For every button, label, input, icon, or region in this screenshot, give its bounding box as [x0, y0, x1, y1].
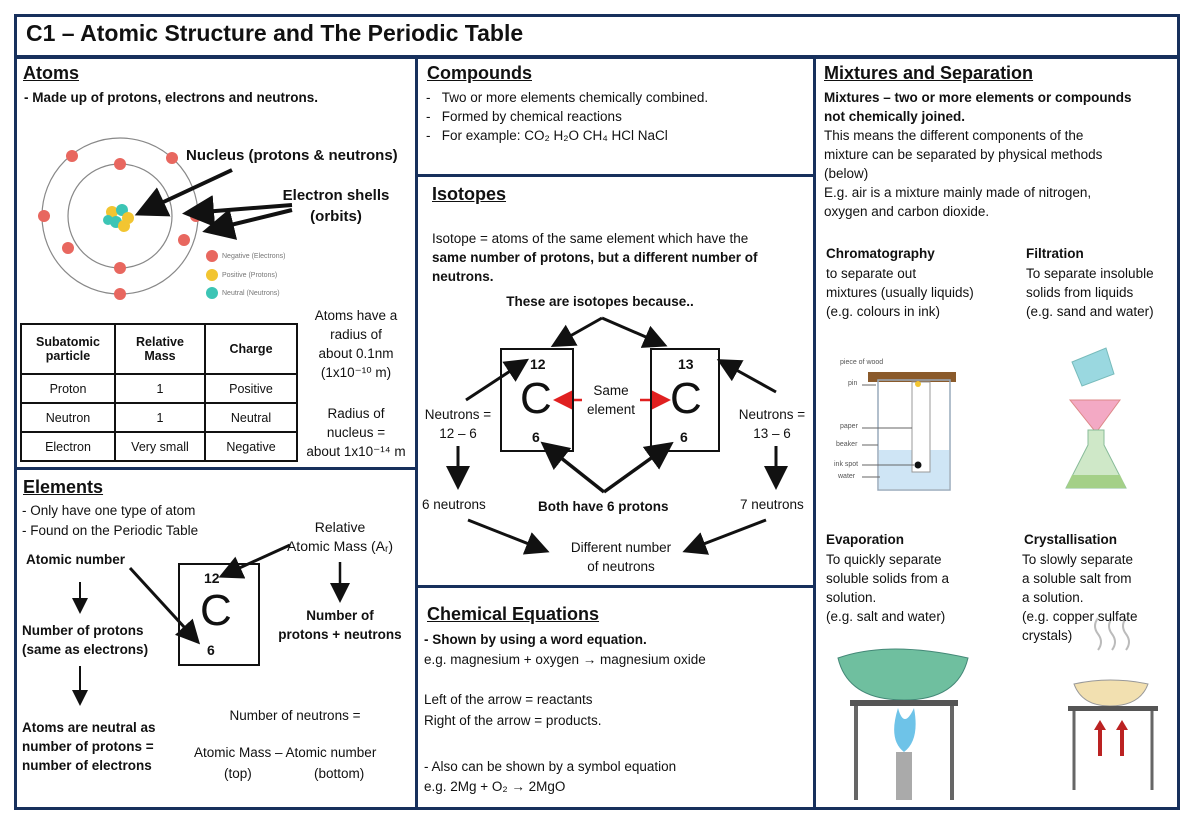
symbol-c-left: C [520, 374, 552, 423]
num-6-left: 6 [532, 429, 540, 445]
eq-l4: Right of the arrow = products. [424, 713, 602, 728]
label-paper: paper [840, 423, 858, 430]
carbon-13-box [650, 348, 720, 452]
label-water: water [838, 473, 856, 480]
compounds-b2: - Formed by chemical reactions [426, 109, 622, 124]
legend-neutrons: Neutral (Neutrons) [222, 290, 280, 297]
shells-label-1: Electron shells [282, 187, 390, 204]
element-symbol: C [200, 586, 232, 635]
neutrons-left: Neutrons =12 – 6 [424, 407, 492, 441]
legend-protons: Positive (Protons) [222, 272, 278, 279]
top-label: (top) [224, 766, 252, 781]
compounds-b1: - Two or more elements chemically combin… [426, 90, 709, 105]
mixtures-panel [813, 56, 1180, 810]
elements-heading: Elements [23, 477, 104, 497]
mixtures-text: Mixtures – two or more elements or compo… [824, 90, 1132, 219]
carbon-element-box [178, 563, 260, 666]
neutrons-right: Neutrons =13 – 6 [738, 407, 806, 441]
table-row: Proton 1 Positive [20, 373, 298, 404]
th-particle: Subatomic particle [20, 323, 116, 375]
compounds-b3: - For example: CO₂ H₂O CH₄ HCl NaCl [426, 128, 668, 143]
legend-electrons: Negative (Electrons) [222, 253, 286, 260]
equations-heading: Chemical Equations [427, 604, 600, 624]
mass-13: 13 [678, 356, 694, 372]
th-mass: Relative Mass [114, 323, 206, 375]
eq-l3: Left of the arrow = reactants [424, 692, 593, 707]
electrons [38, 150, 202, 300]
nucleus [103, 204, 134, 232]
neutrons-equation: Number of neutrons = [229, 708, 361, 723]
isotopes-because: These are isotopes because.. [506, 294, 694, 309]
atoms-heading: Atoms [23, 63, 80, 83]
chromatography-title: Chromatography [826, 246, 935, 261]
eq-l5: - Also can be shown by a symbol equation [424, 759, 677, 774]
atomic-number-label: Atomic number [26, 552, 126, 567]
eq-l6: e.g. 2Mg + O₂ → 2MgO [424, 779, 566, 794]
subatomic-table: Subatomic particle Relative Mass Charge … [20, 323, 298, 462]
six-neutrons: 6 neutrons [422, 497, 486, 512]
mass-12: 12 [530, 356, 546, 372]
label-pin: pin [848, 380, 858, 387]
th-charge: Charge [204, 323, 298, 375]
label-wood: piece of wood [840, 359, 884, 366]
shells-label-2: (orbits) [310, 208, 362, 225]
atoms-bullet: - Made up of protons, electrons and neut… [24, 90, 319, 105]
chromatography-image [862, 372, 956, 491]
num-6-right: 6 [680, 429, 688, 445]
isotopes-heading: Isotopes [432, 184, 507, 204]
atomic-num: 6 [207, 642, 215, 658]
symbol-c-right: C [670, 374, 702, 423]
table-row: Neutron 1 Neutral [20, 402, 298, 433]
mixtures-heading: Mixtures and Separation [824, 63, 1034, 83]
eq-l2: e.g. magnesium + oxygen → magnesium oxid… [424, 652, 706, 667]
bottom-label: (bottom) [314, 766, 365, 781]
elements-bullet-1: - Only have one type of atom [22, 503, 196, 518]
table-row: Electron Very small Negative [20, 431, 298, 462]
crystallisation-image [1068, 617, 1158, 790]
elements-bullet-2: - Found on the Periodic Table [22, 523, 199, 538]
inner-shell [67, 163, 173, 269]
seven-neutrons: 7 neutrons [740, 497, 804, 512]
evaporation-title: Evaporation [826, 532, 905, 547]
compounds-heading: Compounds [427, 63, 532, 83]
both-six-protons: Both have 6 protons [538, 499, 669, 514]
label-beaker: beaker [836, 441, 858, 448]
protons-label: Number of protons(same as electrons) [22, 623, 149, 657]
isotope-definition: Isotope = atoms of the same element whic… [432, 231, 758, 284]
label-ink-spot: ink spot [834, 461, 859, 468]
page-title: C1 – Atomic Structure and The Periodic T… [26, 20, 524, 46]
crystallisation-title: Crystallisation [1024, 532, 1118, 547]
carbon-12-box [500, 348, 574, 452]
evaporation-image [837, 648, 969, 800]
filtration-image [1065, 347, 1127, 489]
mass-minus-atomic: Atomic Mass – Atomic number [194, 745, 377, 760]
mass-number: 12 [204, 570, 220, 586]
nucleus-label: Nucleus (protons & neutrons) [186, 147, 398, 164]
eq-l1: - Shown by using a word equation. [424, 632, 647, 647]
filtration-title: Filtration [1026, 246, 1084, 261]
